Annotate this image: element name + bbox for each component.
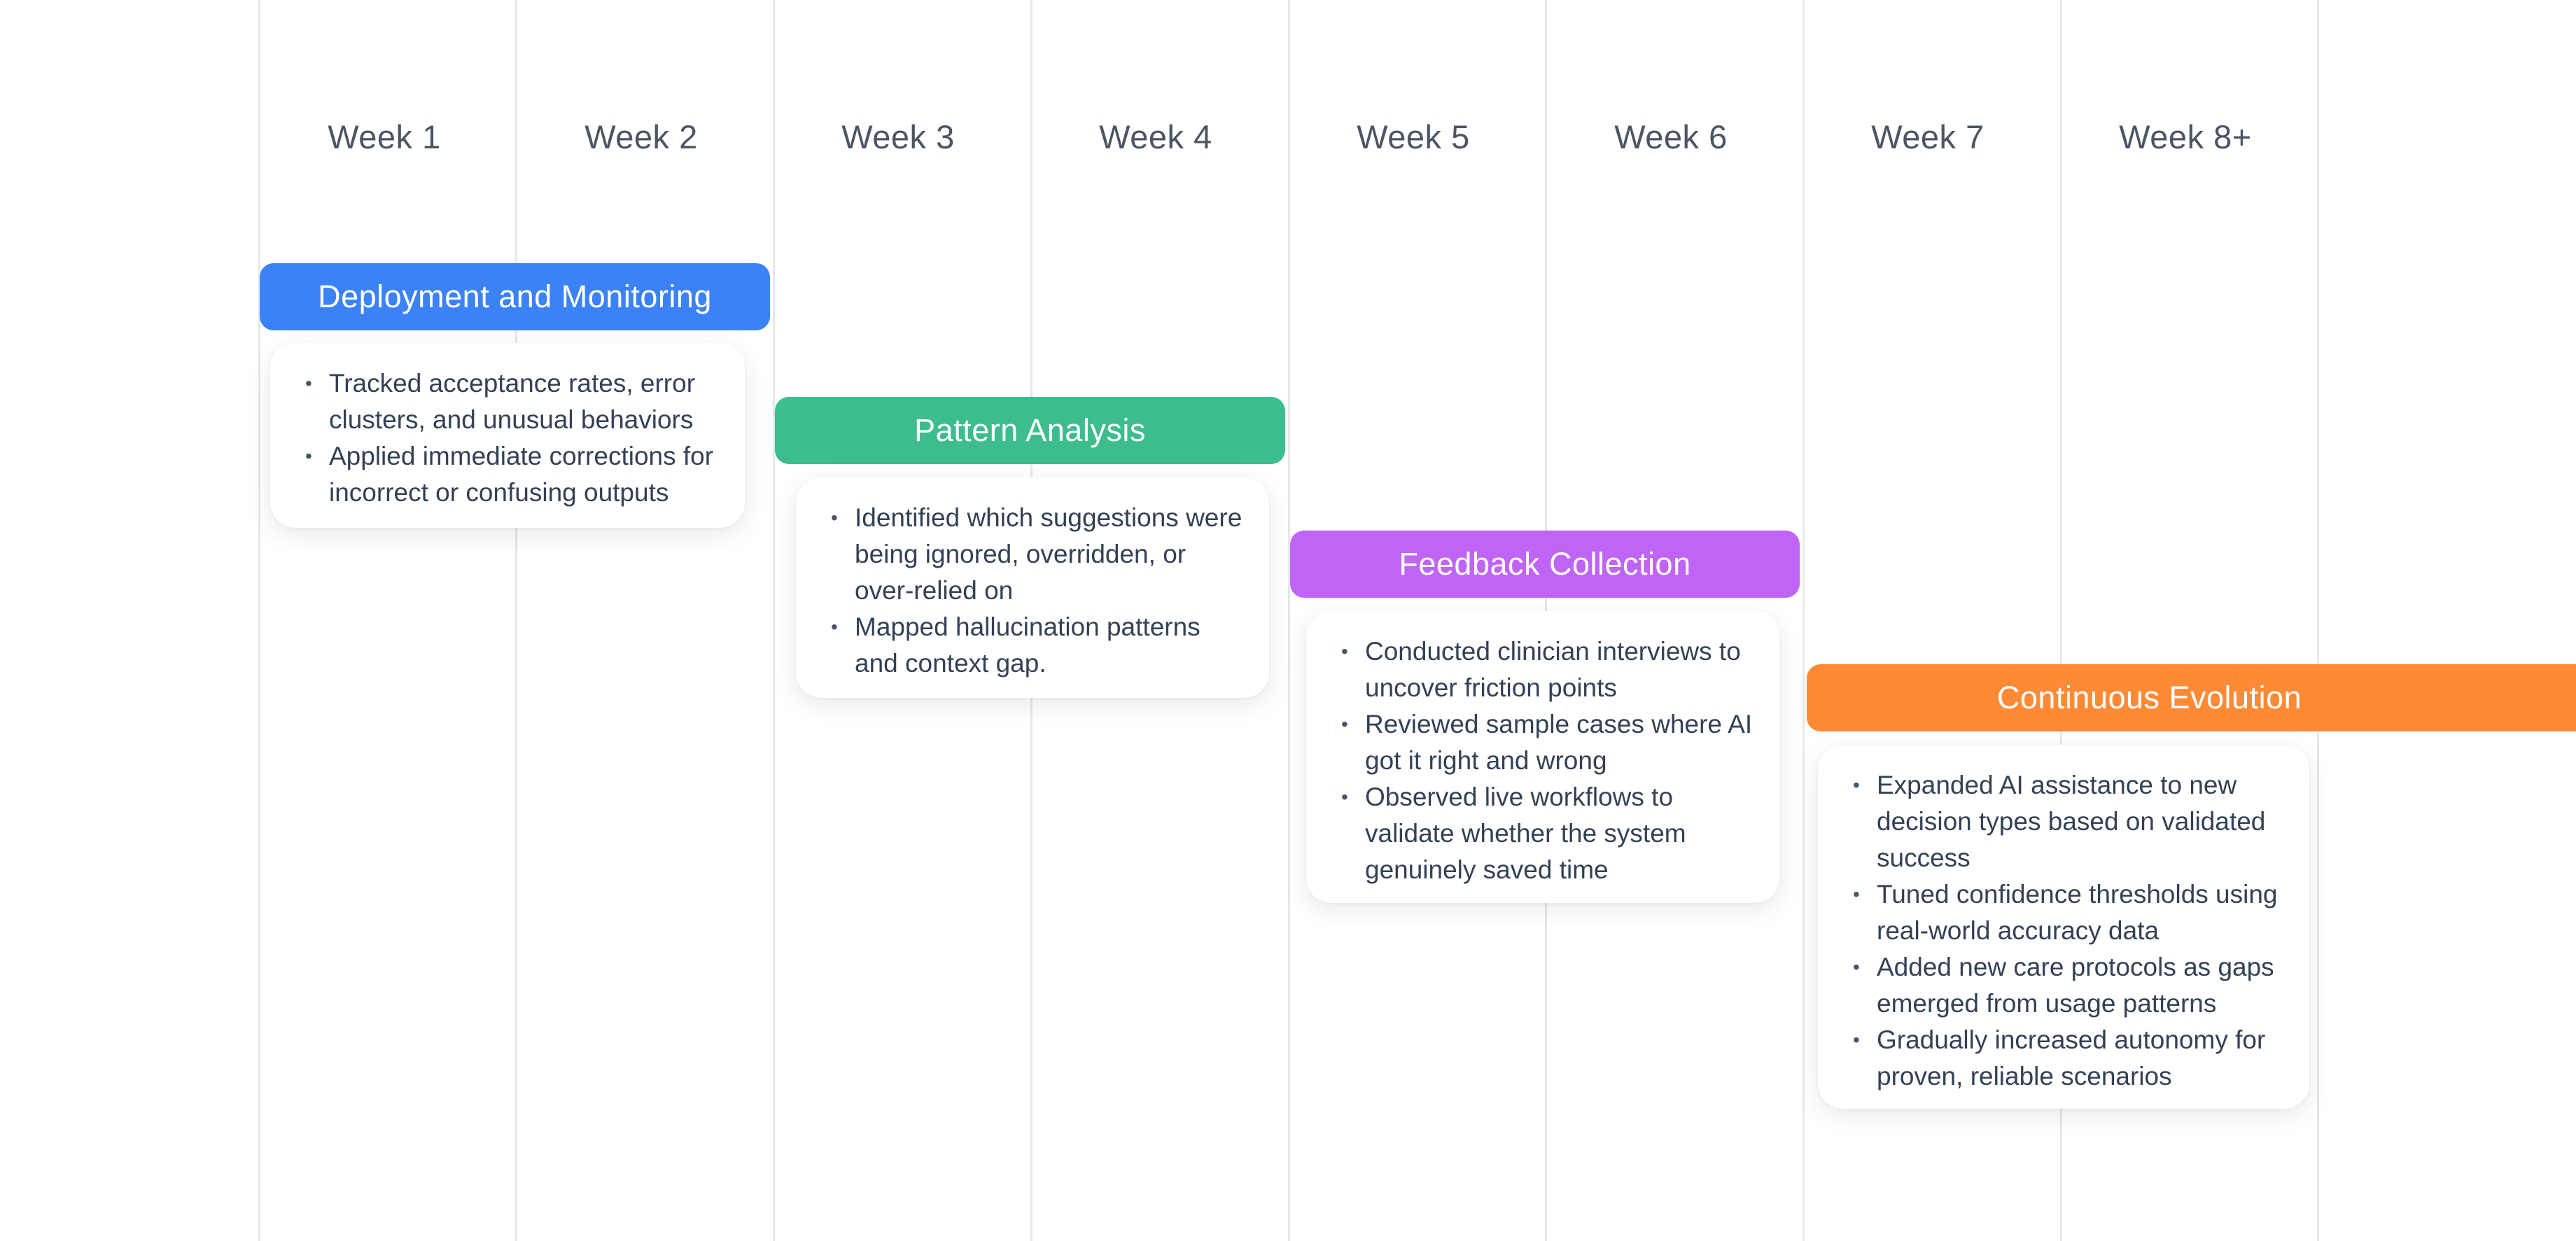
week-label-8: Week 8+ [2119,118,2252,155]
phase-card-continuous-evolution: Expanded AI assistance to new decision t… [1818,745,2309,1109]
phase-bar-deployment-monitoring: Deployment and Monitoring [260,263,770,330]
phase-card-deployment-monitoring: Tracked acceptance rates, error clusters… [270,343,745,528]
week-label-1: Week 1 [328,118,441,155]
phase-item: Reviewed sample cases where AI got it ri… [1341,706,1758,779]
week-label-3: Week 3 [841,118,955,155]
gridline [2060,0,2062,1241]
phase-title: Deployment and Monitoring [318,279,712,314]
phase-item: Applied immediate corrections for incorr… [305,438,724,511]
phase-title: Feedback Collection [1399,546,1691,582]
phase-title: Continuous Evolution [1996,680,2302,715]
gridline [515,0,517,1241]
week-label-4: Week 4 [1099,118,1212,155]
gridline [1802,0,1805,1241]
phase-title: Pattern Analysis [914,412,1146,448]
phase-item-list: Identified which suggestions were being … [831,500,1248,682]
week-label-6: Week 6 [1614,118,1728,155]
gridline [773,0,775,1241]
phase-item-list: Tracked acceptance rates, error clusters… [305,365,724,511]
phase-item: Expanded AI assistance to new decision t… [1853,767,2288,876]
phase-item: Gradually increased autonomy for proven,… [1853,1022,2288,1095]
phase-item: Observed live workflows to validate whet… [1341,779,1758,888]
phase-item: Tuned confidence thresholds using real-w… [1853,876,2288,949]
gridline [258,0,260,1241]
phase-bar-pattern-analysis: Pattern Analysis [775,397,1285,464]
week-label-7: Week 7 [1871,118,1984,155]
phase-item: Mapped hallucination patterns and contex… [831,609,1248,682]
phase-card-pattern-analysis: Identified which suggestions were being … [796,477,1269,698]
phase-item-list: Expanded AI assistance to new decision t… [1853,767,2288,1095]
phase-card-feedback-collection: Conducted clinician interviews to uncove… [1306,611,1779,903]
phase-item-list: Conducted clinician interviews to uncove… [1341,633,1758,888]
phase-bar-continuous-evolution: Continuous Evolution [1807,664,2576,731]
phase-item: Added new care protocols as gaps emerged… [1853,949,2288,1022]
week-label-5: Week 5 [1357,118,1470,155]
gridline [1288,0,1290,1241]
gridline [2317,0,2319,1241]
week-label-2: Week 2 [584,118,698,155]
phase-item: Conducted clinician interviews to uncove… [1341,633,1758,706]
phase-item: Identified which suggestions were being … [831,500,1248,609]
phase-bar-feedback-collection: Feedback Collection [1290,531,1800,598]
phase-item: Tracked acceptance rates, error clusters… [305,365,724,438]
